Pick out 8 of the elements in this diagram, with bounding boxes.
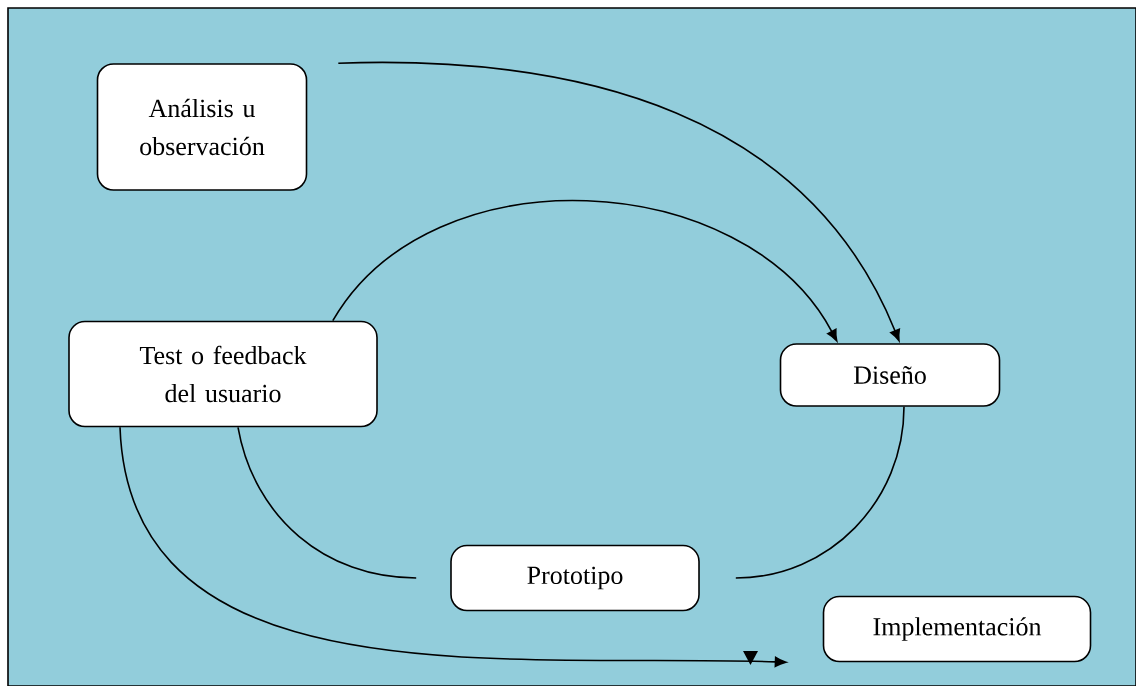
process-box: Test o feedback del usuario: [68, 320, 378, 428]
process-box: Análisis u observación: [96, 63, 308, 191]
process-box: Diseño: [779, 343, 1001, 407]
process-box: Implementación: [822, 595, 1092, 663]
arrow: [119, 426, 787, 668]
process-box: Prototipo: [450, 544, 700, 612]
arrow: [337, 61, 901, 342]
arrow: [332, 200, 838, 342]
